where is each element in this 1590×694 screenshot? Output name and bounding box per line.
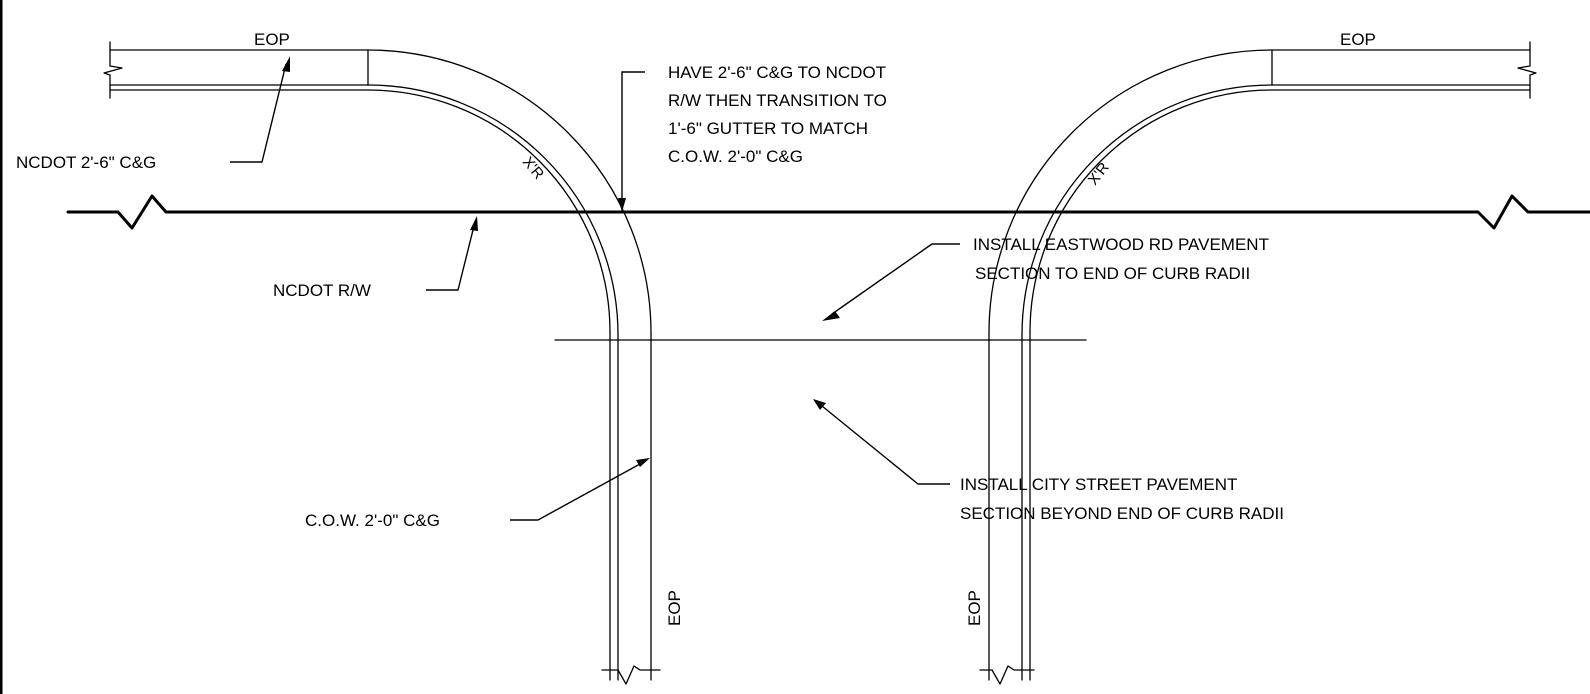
ncdot-right-of-way-line (66, 194, 1590, 230)
eop-label-top-left: EOP (254, 30, 290, 49)
left-gutter-arc (367, 89, 611, 333)
right-curb-arc (1021, 84, 1273, 336)
radius-label-left: X'R (519, 154, 547, 183)
ncdot-rw-arrowhead (470, 216, 478, 231)
ncdot-rw-leader (426, 225, 475, 291)
left-break-symbol (103, 41, 123, 99)
eastwood-note-arrowhead (822, 311, 840, 321)
right-break-symbol (1517, 41, 1537, 99)
eop-label-bottom-left: EOP (665, 590, 684, 626)
transition-note-line: C.O.W. 2'-0" C&G (668, 147, 803, 166)
right-gutter-arc (1029, 89, 1273, 333)
city-street-note-line: INSTALL CITY STREET PAVEMENT (960, 475, 1237, 494)
right-eop-arc (988, 49, 1273, 334)
transition-note-line: 1'-6" GUTTER TO MATCH (668, 119, 868, 138)
city-street-pavement-note: INSTALL CITY STREET PAVEMENT SECTION BEY… (960, 475, 1284, 523)
cow-cg-arrowhead (636, 458, 650, 467)
ncdot-cg-leader (230, 63, 287, 163)
transition-note-line: R/W THEN TRANSITION TO (668, 91, 887, 110)
ncdot-cg-arrowhead (282, 56, 290, 72)
city-street-note-arrowhead (813, 399, 826, 410)
eastwood-note-leader (831, 243, 960, 315)
transition-note-line: HAVE 2'-6" C&G TO NCDOT (668, 63, 886, 82)
transition-note: HAVE 2'-6" C&G TO NCDOT R/W THEN TRANSIT… (668, 63, 887, 166)
right-bottom-break-symbol (979, 665, 1035, 685)
eastwood-note-line: SECTION TO END OF CURB RADII (975, 264, 1250, 283)
cow-cg-leader (510, 463, 641, 521)
cow-cg-label: C.O.W. 2'-0" C&G (305, 511, 440, 530)
transition-note-arrowhead (618, 198, 626, 212)
left-curb-and-gutter (103, 41, 661, 685)
eastwood-pavement-note: INSTALL EASTWOOD RD PAVEMENT SECTION TO … (973, 235, 1269, 283)
ncdot-rw-label: NCDOT R/W (273, 281, 371, 300)
radius-label-right: X'R (1085, 159, 1113, 188)
left-bottom-break-symbol (601, 665, 661, 685)
left-curb-arc (367, 84, 619, 336)
transition-note-leader (621, 71, 645, 203)
city-street-note-leader (821, 405, 950, 485)
eop-label-top-right: EOP (1340, 30, 1376, 49)
ncdot-cg-label: NCDOT 2'-6" C&G (16, 153, 156, 172)
eastwood-note-line: INSTALL EASTWOOD RD PAVEMENT (973, 235, 1269, 254)
city-street-note-line: SECTION BEYOND END OF CURB RADII (960, 504, 1284, 523)
eop-label-bottom-right: EOP (965, 590, 984, 626)
left-eop-arc (367, 49, 652, 334)
right-curb-and-gutter (979, 41, 1537, 685)
